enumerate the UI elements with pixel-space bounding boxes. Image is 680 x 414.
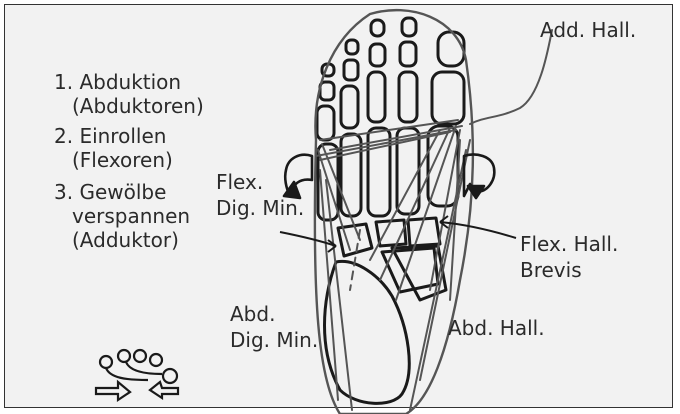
toe-curl-icon	[96, 350, 178, 400]
label-flex-dig-min-line1: Flex.	[216, 170, 263, 194]
step-2-subtitle: (Flexoren)	[54, 148, 173, 172]
label-abd-hall: Abd. Hall.	[448, 316, 545, 340]
label-abd-dig-min-line2: Dig. Min.	[230, 328, 318, 352]
phalanx-5-proximal	[317, 106, 334, 140]
navicular-bone	[382, 248, 438, 292]
step-1-title: 1. Abduktion	[54, 70, 204, 94]
step-3: 3. Gewölbe verspannen (Adduktor)	[54, 180, 190, 252]
phalanx-4-middle	[344, 60, 358, 80]
phalanx-4-distal	[346, 40, 358, 54]
step-3-subtitle: verspannen	[54, 204, 190, 228]
label-flex-hall-brevis-line1: Flex. Hall.	[520, 232, 618, 256]
step-1: 1. Abduktion (Abduktoren)	[54, 70, 204, 118]
flex-dig-min-pointer	[280, 232, 336, 246]
phalanx-3-middle	[370, 44, 385, 66]
label-abd-dig-min-line1: Abd.	[230, 302, 275, 326]
step-2-title: 2. Einrollen	[54, 124, 173, 148]
phalanx-3-proximal	[368, 72, 385, 122]
phalanx-3-distal	[371, 20, 384, 36]
add-hall-pointer	[470, 30, 552, 124]
step-3-note: (Adduktor)	[54, 228, 190, 252]
phalanx-2-distal	[402, 18, 416, 36]
phalanx-1-distal	[438, 32, 464, 66]
phalanx-1-proximal	[432, 72, 464, 124]
step-2: 2. Einrollen (Flexoren)	[54, 124, 173, 172]
step-3-title: 3. Gewölbe	[54, 180, 190, 204]
phalanx-5-middle	[320, 82, 334, 100]
label-flex-dig-min-line2: Dig. Min.	[216, 196, 304, 220]
cuneiform-medial	[408, 218, 440, 246]
label-add-hall: Add. Hall.	[540, 18, 636, 42]
phalanx-4-proximal	[341, 86, 358, 128]
phalanx-2-middle	[400, 42, 416, 66]
label-flex-hall-brevis-line2: Brevis	[520, 258, 582, 282]
step-1-subtitle: (Abduktoren)	[54, 94, 204, 118]
phalanx-2-proximal	[399, 72, 417, 122]
foot-bones	[317, 18, 464, 403]
